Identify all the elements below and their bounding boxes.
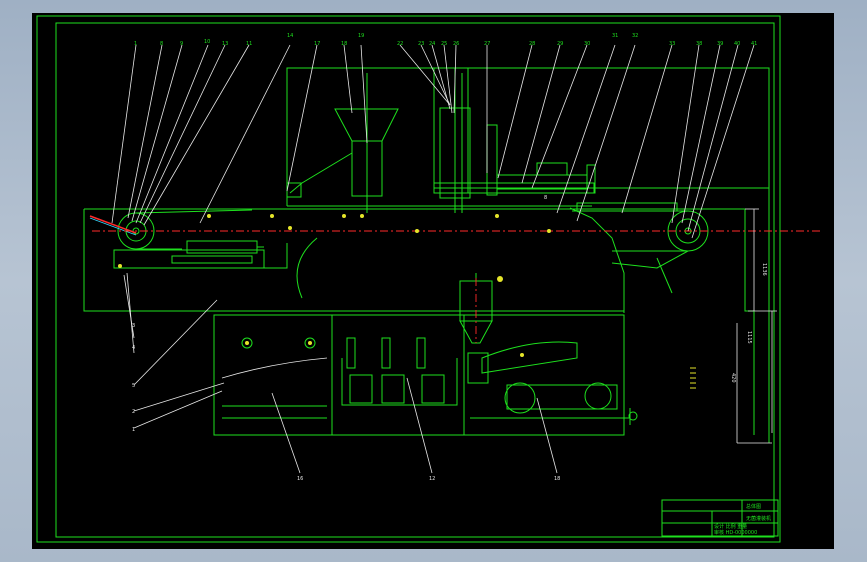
sheet-inner-border bbox=[55, 22, 775, 538]
callout-label: 38 bbox=[696, 41, 702, 47]
callout-label: 22 bbox=[397, 41, 403, 47]
callout-label: 31 bbox=[612, 33, 618, 39]
callout-label: 17 bbox=[314, 41, 320, 47]
callout-label: 14 bbox=[287, 33, 293, 39]
left-sprocket bbox=[89, 209, 253, 250]
title-block-meta: 设计 比例 重量 bbox=[714, 523, 747, 530]
dimension-text: 1115 bbox=[746, 331, 752, 344]
callout-label: 8 bbox=[544, 195, 547, 201]
callout-label: 18 bbox=[554, 476, 560, 482]
callout-label: 25 bbox=[441, 41, 447, 47]
callout-label: 33 bbox=[669, 41, 675, 47]
filling-hopper bbox=[286, 73, 399, 213]
callout-label: 32 bbox=[632, 33, 638, 39]
callout-label: 26 bbox=[453, 41, 459, 47]
callout-label: 2 bbox=[132, 409, 135, 415]
base-cabinet bbox=[213, 314, 625, 436]
title-block: 总体图 无菌灌装机 设计 比例 重量 审核 HD-0000000 bbox=[661, 499, 779, 537]
callout-label: 3 bbox=[132, 323, 135, 329]
side-callouts: 3 4 5 2 1 bbox=[132, 323, 135, 433]
title-block-product: 无菌灌装机 bbox=[746, 515, 771, 522]
callout-label: 24 bbox=[429, 41, 435, 47]
callout-label: 30 bbox=[584, 41, 590, 47]
valve-manifold bbox=[341, 337, 458, 406]
cad-viewport[interactable]: 1 8 9 10 13 11 14 17 18 19 22 23 24 25 2… bbox=[32, 13, 834, 549]
dimension-text: 1136 bbox=[761, 263, 767, 276]
callout-label: 9 bbox=[180, 41, 183, 47]
callout-label: 18 bbox=[341, 41, 347, 47]
callout-label: 10 bbox=[204, 39, 210, 45]
callout-label: 29 bbox=[557, 41, 563, 47]
callout-label: 23 bbox=[418, 41, 424, 47]
callout-label: 27 bbox=[484, 41, 490, 47]
callout-label: 40 bbox=[734, 41, 740, 47]
title-block-number: 审核 HD-0000000 bbox=[714, 529, 757, 536]
top-callouts: 1 8 9 10 13 11 14 17 18 19 22 23 24 25 2… bbox=[134, 33, 757, 47]
pump-motor bbox=[470, 341, 638, 425]
callout-label: 16 bbox=[297, 476, 303, 482]
callout-label: 1 bbox=[132, 427, 135, 433]
leader-lines bbox=[111, 44, 755, 474]
dimension-lines bbox=[736, 208, 777, 444]
callout-label: 1 bbox=[134, 41, 137, 47]
bottom-callouts: 16 12 18 8 bbox=[297, 195, 560, 482]
bolt-markers bbox=[118, 214, 696, 389]
right-sprocket bbox=[572, 202, 709, 294]
guide-arc bbox=[296, 237, 318, 299]
left-cylinder bbox=[186, 240, 264, 254]
dimension-labels: 1136 1115 420 bbox=[730, 263, 767, 383]
capping-station bbox=[433, 68, 596, 213]
callout-label: 39 bbox=[717, 41, 723, 47]
dimension-text: 420 bbox=[730, 373, 736, 383]
title-block-name: 总体图 bbox=[746, 503, 761, 510]
callout-label: 8 bbox=[160, 41, 163, 47]
assembly-drawing: 1 8 9 10 13 11 14 17 18 19 22 23 24 25 2… bbox=[36, 15, 822, 543]
sheet-outer-border bbox=[36, 15, 781, 543]
callout-label: 11 bbox=[246, 41, 252, 47]
callout-label: 4 bbox=[132, 345, 135, 351]
callout-label: 12 bbox=[429, 476, 435, 482]
callout-label: 28 bbox=[529, 41, 535, 47]
conveyor-frame bbox=[83, 67, 770, 443]
callout-label: 19 bbox=[358, 33, 364, 39]
callout-label: 41 bbox=[751, 41, 757, 47]
callout-label: 5 bbox=[132, 383, 135, 389]
callout-label: 13 bbox=[222, 41, 228, 47]
